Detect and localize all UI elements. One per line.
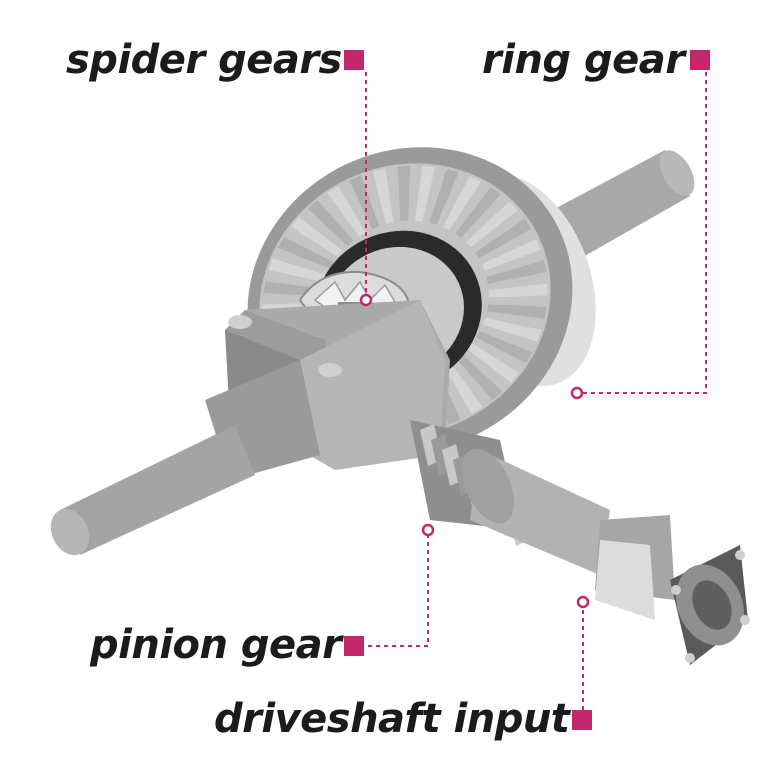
driveshaft-flange — [670, 545, 750, 665]
ring-gear-tooth — [290, 217, 343, 257]
callout-lines — [365, 72, 707, 710]
ring-gear-tooth — [268, 258, 328, 283]
pinion-gear-label: pinion gear — [90, 622, 342, 668]
spider-gears-label: spider gears — [66, 37, 342, 83]
ring-gear-square-icon — [690, 50, 710, 70]
spider-gears-anchor-icon — [359, 293, 373, 307]
left-axle-shaft — [50, 360, 320, 556]
ring-gear-tooth — [475, 218, 532, 259]
driveshaft-input-label: driveshaft input — [214, 696, 570, 742]
ring-gear-tooth — [455, 187, 501, 238]
ring-gear-tooth — [488, 283, 548, 298]
ring-gear-tooth — [327, 185, 366, 237]
pinion-gear-square-icon — [344, 636, 364, 656]
driveshaft-input-square-icon — [572, 710, 592, 730]
ring-gear-tooth — [397, 165, 411, 222]
ring-gear-tooth — [277, 236, 334, 269]
ring-gear-tooth — [466, 201, 518, 248]
ring-gear-anchor-icon — [570, 386, 584, 400]
pinion-gear-leader — [368, 534, 429, 647]
ring-gear-tooth — [482, 317, 542, 342]
ring-gear-tooth — [476, 331, 533, 364]
ring-gear-tooth — [372, 168, 394, 225]
ring-gear-tooth — [444, 363, 483, 415]
ring-gear-tooth — [442, 176, 481, 231]
ring-gear-tooth — [467, 343, 520, 383]
ring-gear-label: ring gear — [482, 37, 685, 83]
ring-gear-tooth — [307, 200, 354, 246]
ring-gear-tooth — [486, 304, 547, 319]
ring-gear-tooth — [414, 165, 436, 222]
pinion-gear-anchor-icon — [421, 523, 435, 537]
ring-gear-leader — [583, 72, 707, 394]
ring-gear-tooth — [456, 354, 503, 400]
ring-gear-tooth — [482, 238, 541, 271]
pinion-shaft — [461, 448, 675, 620]
ring-gear-tooth — [349, 175, 380, 230]
callout-anchors — [359, 293, 590, 609]
driveshaft-input-anchor-icon — [576, 595, 590, 609]
spider-gears-square-icon — [344, 50, 364, 70]
ring-gear-tooth — [486, 260, 547, 284]
ring-gear-tooth — [429, 168, 459, 225]
